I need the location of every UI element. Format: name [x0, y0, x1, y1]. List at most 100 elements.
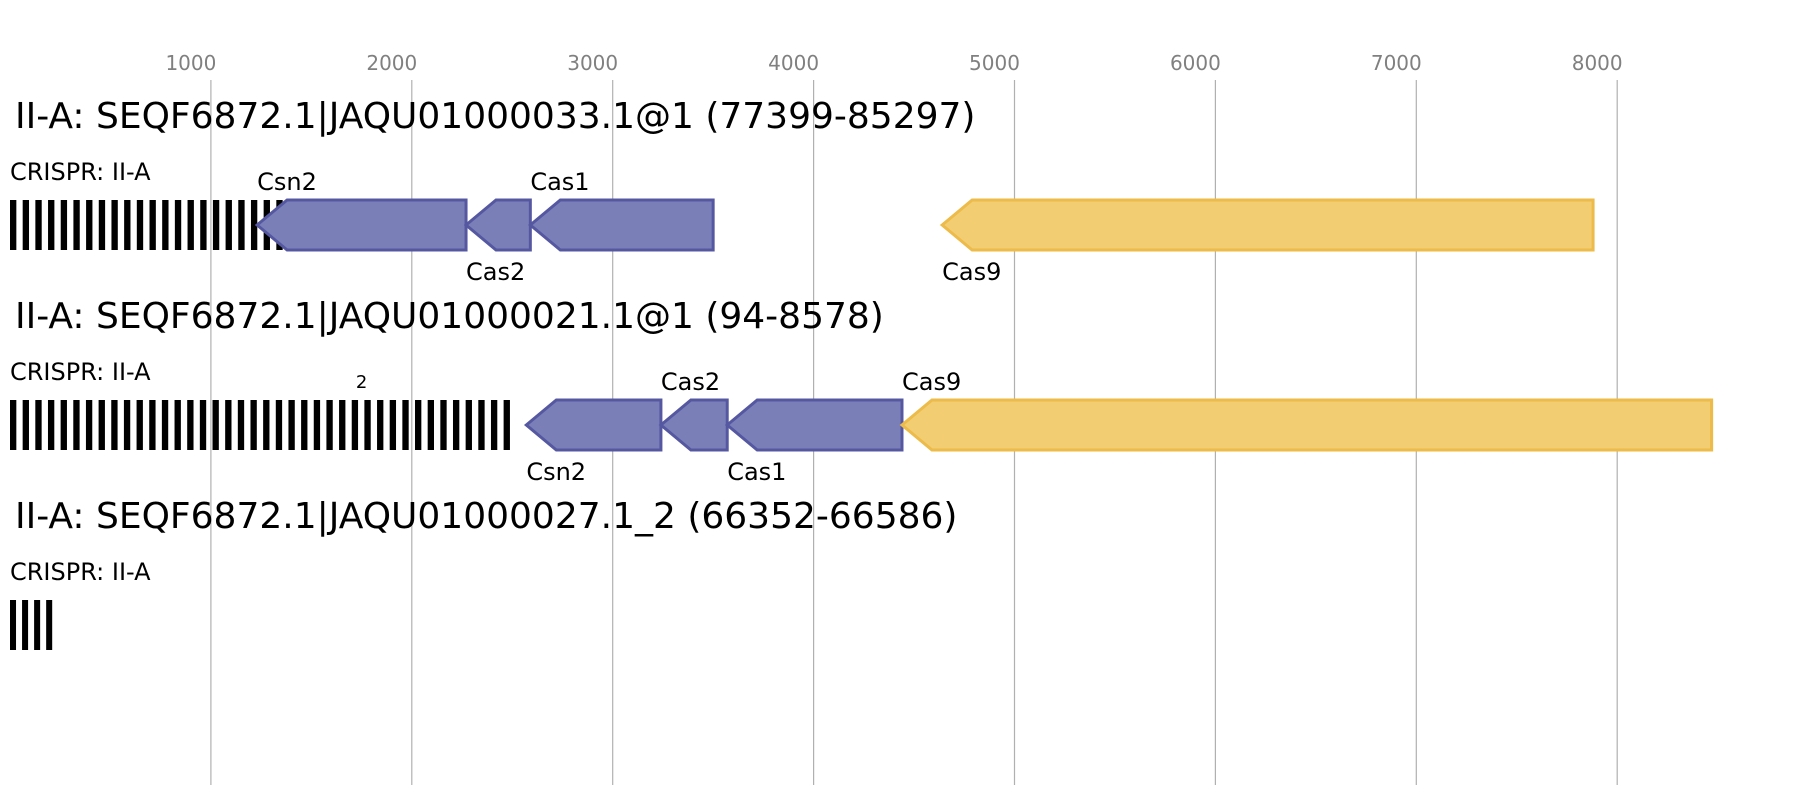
- gene-arrow-cas2: [658, 398, 729, 452]
- crispr-label: CRISPR: II-A: [10, 158, 151, 186]
- crispr-repeat: [161, 400, 169, 450]
- crispr-repeat: [136, 200, 144, 250]
- locus-track-1: II-A: SEQF6872.1|JAQU01000033.1@1 (77399…: [10, 96, 1595, 286]
- tick-label-6000: 6000: [1170, 51, 1221, 75]
- gene-label-cas2: Cas2: [466, 258, 525, 286]
- gene-arrow-cas9: [899, 398, 1714, 452]
- crispr-repeat: [225, 200, 232, 250]
- crispr-repeat: [136, 400, 143, 450]
- crispr-repeat: [212, 400, 219, 450]
- loci-tracks: II-A: SEQF6872.1|JAQU01000033.1@1 (77399…: [10, 96, 1714, 650]
- locus-title: II-A: SEQF6872.1|JAQU01000027.1_2 (66352…: [15, 496, 957, 537]
- crispr-repeat: [73, 400, 80, 450]
- crispr-repeat: [402, 400, 409, 450]
- crispr-repeat: [22, 200, 30, 250]
- crispr-repeat: [250, 200, 258, 250]
- crispr-repeat: [200, 200, 207, 250]
- gene-arrow-csn2: [523, 398, 663, 452]
- crispr-repeat: [35, 400, 42, 450]
- locus-track-2: II-A: SEQF6872.1|JAQU01000021.1@1 (94-85…: [10, 296, 1714, 486]
- gene-label-cas9: Cas9: [902, 368, 961, 396]
- crispr-repeat: [22, 600, 29, 650]
- crispr-repeat: [225, 400, 232, 450]
- crispr-repeat: [35, 200, 42, 250]
- gene-label-cas9: Cas9: [942, 258, 1001, 286]
- gene-label-csn2: Csn2: [526, 458, 586, 486]
- crispr-label: CRISPR: II-A: [10, 358, 151, 386]
- crispr-repeat: [238, 200, 245, 250]
- gene-arrow-cas2: [463, 198, 532, 252]
- gene-label-cas1: Cas1: [530, 168, 589, 196]
- crispr-repeat: [351, 400, 359, 450]
- crispr-repeat: [48, 200, 55, 250]
- crispr-repeat: [60, 400, 67, 450]
- crispr-repeat: [111, 200, 118, 250]
- crispr-repeat: [301, 400, 308, 450]
- tick-label-7000: 7000: [1371, 51, 1422, 75]
- crispr-array: [10, 400, 510, 450]
- tick-label-4000: 4000: [768, 51, 819, 75]
- crispr-repeat: [288, 400, 295, 450]
- tick-label-5000: 5000: [969, 51, 1020, 75]
- gene-label-cas1: Cas1: [727, 458, 786, 486]
- crispr-repeat: [60, 200, 68, 250]
- crispr-repeat: [98, 200, 106, 250]
- crispr-repeat: [440, 400, 447, 450]
- crispr-repeat: [123, 400, 131, 450]
- crispr-repeat: [174, 200, 182, 250]
- gene-label-csn2: Csn2: [257, 168, 317, 196]
- crispr-repeat: [212, 200, 220, 250]
- crispr-repeat: [73, 200, 80, 250]
- crispr-repeat: [250, 400, 257, 450]
- crispr-repeat: [46, 600, 53, 650]
- gene-label-cas2: Cas2: [661, 368, 720, 396]
- crispr-repeat: [47, 400, 55, 450]
- gene-arrow-cas1: [527, 198, 715, 252]
- crispr-repeat: [377, 400, 384, 450]
- crispr-repeat: [490, 400, 498, 450]
- crispr-repeat: [237, 400, 245, 450]
- locus-title: II-A: SEQF6872.1|JAQU01000021.1@1 (94-85…: [15, 296, 884, 337]
- crispr-repeat: [98, 400, 105, 450]
- crispr-repeat: [10, 400, 17, 450]
- locus-title: II-A: SEQF6872.1|JAQU01000033.1@1 (77399…: [15, 96, 975, 137]
- tick-label-2000: 2000: [366, 51, 417, 75]
- crispr-repeat: [162, 200, 169, 250]
- crispr-repeat: [427, 400, 434, 450]
- crispr-repeat: [199, 400, 207, 450]
- crispr-repeat: [389, 400, 397, 450]
- crispr-repeat: [86, 200, 93, 250]
- crispr-repeat: [22, 400, 29, 450]
- crispr-repeat: [149, 400, 156, 450]
- crispr-repeat: [111, 400, 118, 450]
- crispr-repeat: [10, 200, 17, 250]
- locus-track-3: II-A: SEQF6872.1|JAQU01000027.1_2 (66352…: [10, 496, 957, 650]
- gene-arrow-csn2: [254, 198, 468, 252]
- crispr-repeat: [503, 400, 510, 450]
- crispr-repeat: [174, 400, 181, 450]
- crispr-repeat: [10, 600, 17, 650]
- gene-arrow-cas9: [939, 198, 1595, 252]
- crispr-repeat: [478, 400, 485, 450]
- crispr-repeat: [187, 400, 194, 450]
- crispr-repeat: [263, 400, 270, 450]
- tick-label-8000: 8000: [1572, 51, 1623, 75]
- crispr-repeat: [187, 200, 194, 250]
- tick-label-3000: 3000: [567, 51, 618, 75]
- gene-arrow-cas1: [724, 398, 904, 452]
- crispr-repeat: [275, 400, 283, 450]
- crispr-repeat: [465, 400, 472, 450]
- crispr-repeat: [149, 200, 156, 250]
- crispr-array: [10, 600, 53, 650]
- crispr-repeat: [124, 200, 131, 250]
- crispr-repeat: [326, 400, 333, 450]
- crispr-repeat: [34, 600, 41, 650]
- crispr-note: 2: [356, 372, 367, 393]
- tick-label-1000: 1000: [165, 51, 216, 75]
- crispr-repeat: [415, 400, 422, 450]
- crispr-repeat: [364, 400, 371, 450]
- crispr-repeat: [85, 400, 93, 450]
- crispr-repeat: [339, 400, 346, 450]
- crispr-repeat: [452, 400, 460, 450]
